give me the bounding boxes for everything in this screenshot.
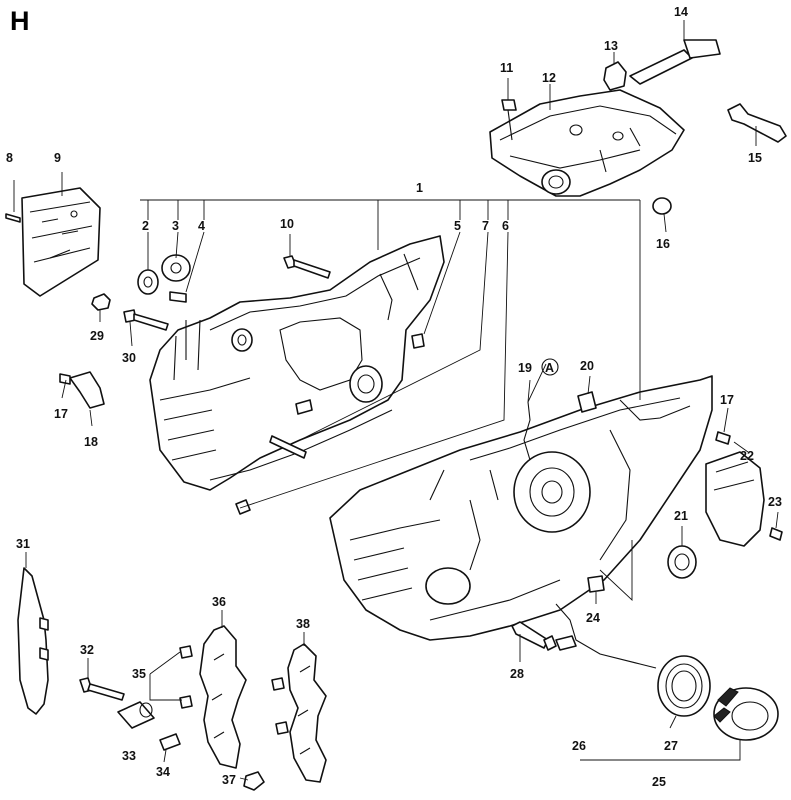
part-toothed-bar-36 — [199, 625, 247, 769]
part-screws-35 — [179, 645, 193, 709]
label-part-3: 3 — [172, 219, 179, 233]
part-labels: 1 2 3 4 5 6 7 8 9 10 11 12 13 14 15 16 1… — [6, 5, 782, 789]
label-part-14: 14 — [674, 5, 688, 19]
part-cable-connector — [555, 603, 657, 669]
part-plate-31 — [17, 567, 49, 715]
part-sleeve-20 — [577, 391, 597, 413]
part-grommet-13 — [603, 61, 627, 91]
part-bellows-27 — [657, 655, 711, 717]
part-clutch-cover — [705, 451, 783, 547]
leader-lines — [13, 20, 779, 781]
label-part-30: 30 — [122, 351, 136, 365]
label-part-16: 16 — [656, 237, 670, 251]
part-bracket-14 — [629, 39, 721, 85]
part-bolt-30 — [123, 309, 169, 331]
label-part-10: 10 — [280, 217, 294, 231]
part-hose-15 — [727, 103, 787, 143]
part-bushing-34 — [159, 733, 181, 751]
part-screw-10 — [283, 255, 331, 279]
label-part-31: 31 — [16, 537, 30, 551]
label-part-24: 24 — [586, 611, 600, 625]
label-part-9: 9 — [54, 151, 61, 165]
label-part-12: 12 — [542, 71, 556, 85]
label-part-27: 27 — [664, 739, 678, 753]
part-chain-guard-plate — [21, 187, 101, 297]
label-part-17b: 17 — [720, 393, 734, 407]
label-part-19: 19 — [518, 361, 532, 375]
part-nut-37 — [243, 771, 265, 791]
callout-marker: A — [545, 361, 554, 375]
part-cap-25 — [713, 687, 779, 741]
label-part-6: 6 — [502, 219, 509, 233]
part-bushing-assembly — [137, 254, 191, 303]
label-part-20: 20 — [580, 359, 594, 373]
part-top-cover — [489, 89, 685, 197]
label-part-28: 28 — [510, 667, 524, 681]
label-part-7: 7 — [482, 219, 489, 233]
label-part-17a: 17 — [54, 407, 68, 421]
part-screw-8 — [5, 213, 21, 223]
label-part-34: 34 — [156, 765, 170, 779]
label-part-23: 23 — [768, 495, 782, 509]
part-screw-22 — [715, 431, 731, 445]
part-cable-19 — [523, 401, 531, 461]
part-toothed-bar-38 — [271, 643, 327, 783]
label-part-26: 26 — [572, 739, 586, 753]
label-part-38: 38 — [296, 617, 310, 631]
part-bolt-32 — [79, 677, 125, 701]
part-crankcase-right — [329, 375, 713, 641]
label-part-11: 11 — [500, 61, 513, 75]
part-fitting-24 — [587, 575, 605, 593]
part-plug-16 — [652, 197, 672, 215]
label-part-25: 25 — [652, 775, 666, 789]
part-nut-29 — [91, 293, 111, 311]
callout-circle — [541, 358, 559, 376]
label-part-33: 33 — [122, 749, 136, 763]
label-part-2: 2 — [142, 219, 149, 233]
part-sleeve-33 — [117, 701, 155, 729]
label-part-29: 29 — [90, 329, 104, 343]
label-part-32: 32 — [80, 643, 94, 657]
label-part-8: 8 — [6, 151, 13, 165]
part-bolt-28 — [511, 621, 557, 651]
label-part-13: 13 — [604, 39, 618, 53]
part-seal-21 — [667, 545, 697, 579]
label-part-4: 4 — [198, 219, 205, 233]
part-screw-11 — [501, 99, 517, 141]
part-crankcase-left — [149, 235, 445, 515]
part-clip-18 — [59, 371, 105, 409]
section-letter: H — [10, 6, 30, 36]
label-part-18: 18 — [84, 435, 98, 449]
label-part-37: 37 — [222, 773, 236, 787]
label-part-5: 5 — [454, 219, 461, 233]
label-part-22: 22 — [740, 449, 754, 463]
label-part-36: 36 — [212, 595, 226, 609]
part-stud-5 — [411, 333, 425, 349]
label-part-15: 15 — [748, 151, 762, 165]
label-part-1: 1 — [416, 181, 423, 195]
label-part-35: 35 — [132, 667, 146, 681]
label-part-21: 21 — [674, 509, 688, 523]
